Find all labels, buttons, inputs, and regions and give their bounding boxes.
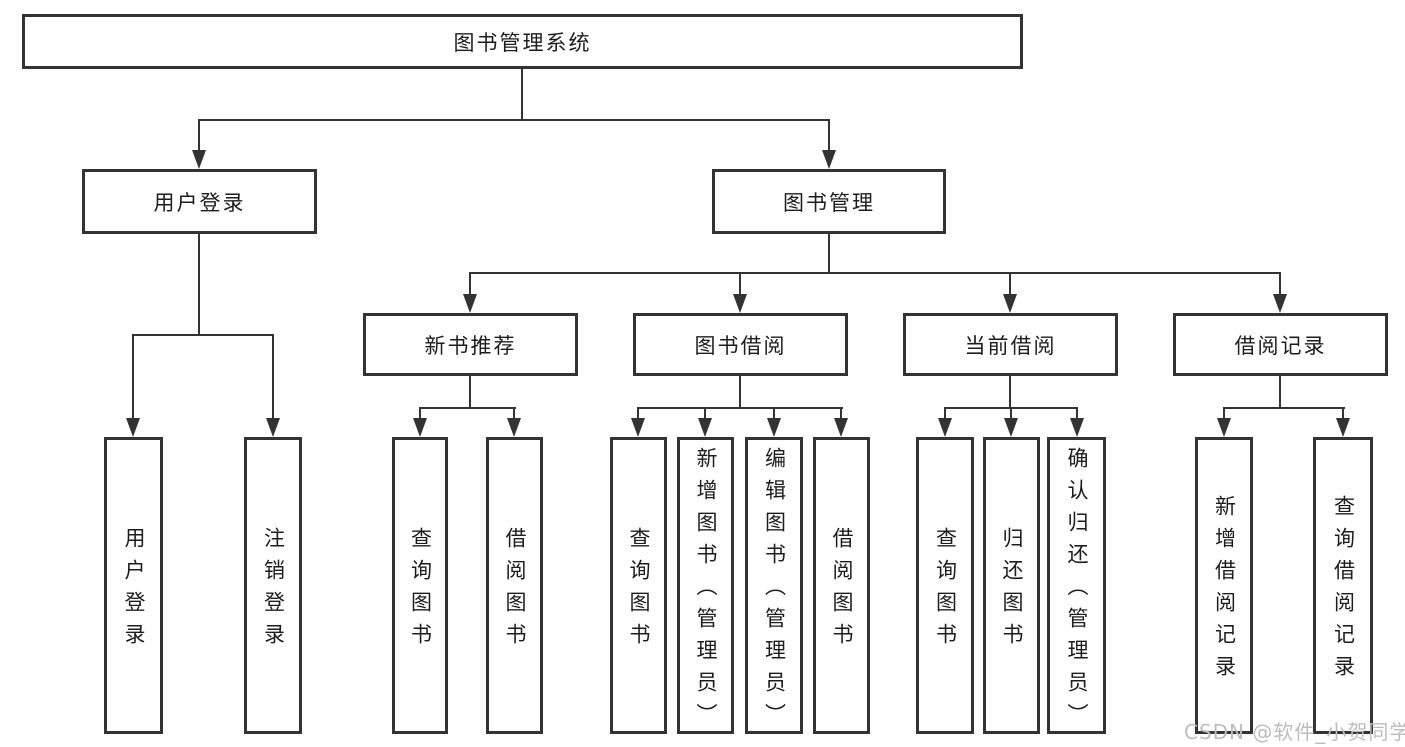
node-label: 查询图书 xyxy=(408,527,433,655)
node-label: 用户登录 xyxy=(122,527,146,655)
connector-line xyxy=(198,119,200,152)
node-current-borrowing: 当前借阅 xyxy=(903,313,1118,376)
node-label: 归还图书 xyxy=(1000,527,1024,655)
node-label: 借阅记录 xyxy=(1234,333,1327,358)
connector-line xyxy=(1009,272,1011,296)
connector-line xyxy=(198,119,830,121)
connector-line xyxy=(469,374,471,409)
node-label: 查询图书 xyxy=(627,527,651,655)
node-records-add-borrow-record: 新增借阅记录 xyxy=(1195,437,1253,734)
connector-line xyxy=(1279,374,1281,409)
node-label: 确认归还（管理员） xyxy=(1065,447,1089,735)
node-library-management-system: 图书管理系统 xyxy=(22,14,1023,69)
node-new-book-recommendation: 新书推荐 xyxy=(363,313,578,376)
connector-line xyxy=(773,407,775,420)
arrowhead-down-icon xyxy=(938,418,952,437)
csdn-watermark: CSDN @软件_小贺同学 xyxy=(1184,720,1405,744)
arrowhead-down-icon xyxy=(1003,294,1017,313)
connector-line xyxy=(828,119,830,152)
node-label: 注销登录 xyxy=(261,527,286,655)
connector-line xyxy=(637,407,639,420)
node-label: 查询借阅记录 xyxy=(1331,495,1356,687)
connector-line xyxy=(469,272,471,296)
connector-line xyxy=(419,407,516,409)
connector-line xyxy=(1342,407,1344,420)
connector-line xyxy=(132,334,274,336)
node-borrowing-add-books-admin: 新增图书（管理员） xyxy=(677,437,734,735)
connector-line xyxy=(840,407,842,420)
connector-line xyxy=(132,334,134,420)
node-book-management: 图书管理 xyxy=(712,169,946,234)
node-label: 当前借阅 xyxy=(964,333,1057,358)
arrowhead-down-icon xyxy=(834,418,848,437)
connector-line xyxy=(637,407,843,409)
node-borrowing-query-books: 查询图书 xyxy=(610,437,667,734)
arrowhead-down-icon xyxy=(192,150,206,169)
node-current-confirm-return-admin: 确认归还（管理员） xyxy=(1047,437,1106,735)
node-label: 用户登录 xyxy=(153,190,246,215)
node-records-query-borrow-record: 查询借阅记录 xyxy=(1313,437,1373,734)
node-label: 新书推荐 xyxy=(424,333,517,358)
node-label: 图书管理系统 xyxy=(453,30,592,55)
node-borrowing-borrow-books: 借阅图书 xyxy=(813,437,870,734)
node-newbook-borrow-books: 借阅图书 xyxy=(486,437,543,734)
connector-line xyxy=(513,407,515,420)
connector-line xyxy=(1010,407,1012,420)
connector-line xyxy=(419,407,421,420)
arrowhead-down-icon xyxy=(698,418,712,437)
connector-line xyxy=(1279,272,1281,296)
node-newbook-query-books: 查询图书 xyxy=(392,437,448,734)
node-label: 图书管理 xyxy=(783,190,875,215)
node-borrowing-records: 借阅记录 xyxy=(1173,313,1388,376)
connector-line xyxy=(739,272,741,296)
node-label: 编辑图书（管理员） xyxy=(762,447,787,735)
arrowhead-down-icon xyxy=(463,294,477,313)
connector-line xyxy=(1223,407,1225,420)
node-borrowing-edit-books-admin: 编辑图书（管理员） xyxy=(745,437,803,735)
arrowhead-down-icon xyxy=(1273,294,1287,313)
connector-line xyxy=(828,231,830,274)
connector-line xyxy=(704,407,706,420)
arrowhead-down-icon xyxy=(767,418,781,437)
node-label: 图书借阅 xyxy=(694,333,787,358)
connector-line xyxy=(198,231,200,336)
connector-line xyxy=(944,407,946,420)
arrowhead-down-icon xyxy=(1336,418,1350,437)
arrowhead-down-icon xyxy=(733,294,747,313)
node-label: 借阅图书 xyxy=(503,527,527,655)
node-book-borrowing: 图书借阅 xyxy=(633,313,848,376)
connector-line xyxy=(739,374,741,409)
arrowhead-down-icon xyxy=(126,418,140,437)
node-logout-action: 注销登录 xyxy=(244,437,302,734)
arrowhead-down-icon xyxy=(1004,418,1018,437)
node-label: 新增图书（管理员） xyxy=(694,447,718,735)
node-current-return-books: 归还图书 xyxy=(983,437,1040,734)
arrowhead-down-icon xyxy=(1070,418,1084,437)
arrowhead-down-icon xyxy=(631,418,645,437)
node-current-query-books: 查询图书 xyxy=(916,437,974,734)
connector-line xyxy=(1223,407,1345,409)
node-user-login-action: 用户登录 xyxy=(104,437,163,734)
connector-line xyxy=(1009,374,1011,409)
connector-line xyxy=(469,272,1281,274)
node-label: 借阅图书 xyxy=(830,527,854,655)
node-label: 查询图书 xyxy=(933,527,958,655)
connector-line xyxy=(521,66,523,120)
node-label: 新增借阅记录 xyxy=(1212,495,1237,687)
arrowhead-down-icon xyxy=(1217,418,1231,437)
arrowhead-down-icon xyxy=(413,418,427,437)
arrowhead-down-icon xyxy=(822,150,836,169)
node-user-login: 用户登录 xyxy=(82,169,317,234)
connector-line xyxy=(1076,407,1078,420)
connector-line xyxy=(272,334,274,420)
arrowhead-down-icon xyxy=(507,418,521,437)
arrowhead-down-icon xyxy=(266,418,280,437)
